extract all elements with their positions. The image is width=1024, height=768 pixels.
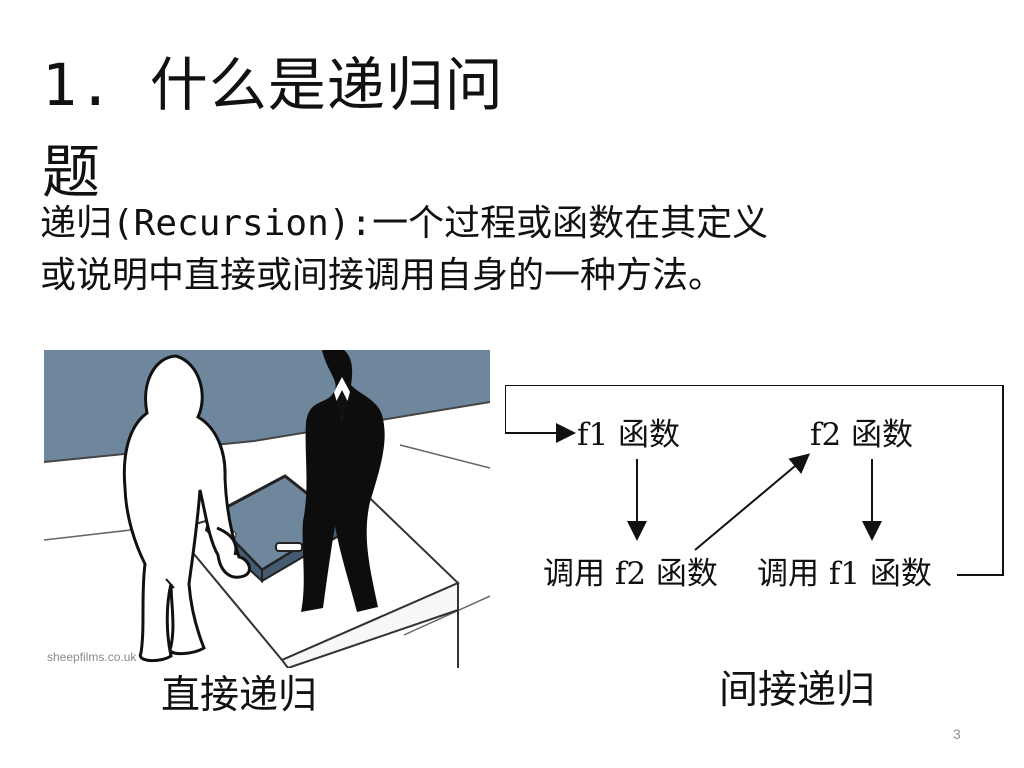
direct-recursion-caption: 直接递归 xyxy=(161,673,318,718)
definition-line-2: 或说明中直接或间接调用自身的一种方法。 xyxy=(40,255,725,297)
wall-edge-line xyxy=(44,401,490,463)
f1-function-label: f1 函数 xyxy=(577,417,680,453)
definition-line-1: 递归(Recursion):一个过程或函数在其定义 xyxy=(40,203,769,244)
direct-recursion-svg xyxy=(44,350,490,668)
image-watermark: sheepfilms.co.uk xyxy=(47,650,137,664)
person-leg-detail-icon xyxy=(165,578,175,589)
indirect-recursion-caption: 间接递归 xyxy=(719,668,876,713)
suited-man-icon xyxy=(301,350,385,612)
person-arm-icon xyxy=(216,526,238,556)
background-line xyxy=(399,444,490,469)
f2-function-label: f2 函数 xyxy=(810,417,913,453)
call-f1-label: 调用 f1 函数 xyxy=(757,556,932,592)
indirect-recursion-svg: f1 函数 f2 函数 调用 f2 函数 调用 f1 函数 xyxy=(505,385,1004,592)
tie-icon xyxy=(336,390,348,420)
background-floor-line xyxy=(403,595,490,636)
recursion-definition: 递归(Recursion):一个过程或函数在其定义 或说明中直接或间接调用自身的… xyxy=(40,198,960,302)
indirect-recursion-diagram: f1 函数 f2 函数 调用 f2 函数 调用 f1 函数 xyxy=(505,385,1010,595)
briefcase-handle-icon xyxy=(275,542,303,552)
slide-title-line-2: 题 xyxy=(42,138,101,206)
call-f2-label: 调用 f2 函数 xyxy=(543,556,718,592)
call-f2-to-f2-arrow xyxy=(694,453,811,551)
direct-recursion-illustration xyxy=(44,350,490,668)
person-outline-icon xyxy=(122,354,251,662)
page-number: 3 xyxy=(953,726,961,742)
loop-back-line xyxy=(505,385,1004,576)
slide-title-line-1: 1. 什么是递归问 xyxy=(42,51,504,119)
